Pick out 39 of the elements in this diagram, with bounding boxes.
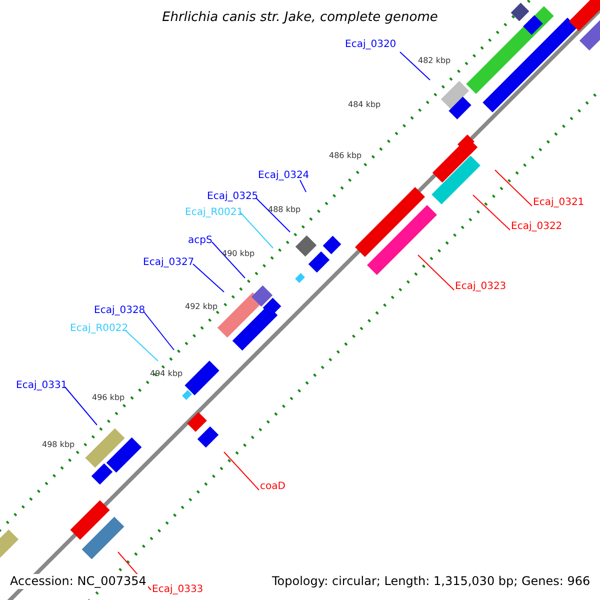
gene-label: Ecaj_0325 (207, 191, 258, 203)
leader-line (224, 452, 260, 490)
gene-label: Ecaj_0323 (455, 281, 506, 293)
gene-label: Ecaj_0328 (94, 305, 146, 317)
leader-line (144, 312, 174, 350)
gene-label: Ecaj_0322 (511, 221, 562, 233)
leader-line (300, 180, 306, 192)
tick-label: 490 kbp (222, 248, 255, 260)
leader-line (124, 330, 158, 362)
tick-label: 498 kbp (42, 439, 75, 451)
tick-label: 484 kbp (348, 99, 381, 111)
leader-line (472, 194, 510, 230)
gene-label: Ecaj_R0021 (185, 207, 244, 219)
tick-label: 496 kbp (92, 392, 125, 404)
gene-label: Ecaj_0320 (345, 39, 396, 51)
leader-line (212, 242, 246, 278)
genome-summary-text: Topology: circular; Length: 1,315,030 bp; Genes: 966 (270, 574, 592, 589)
tick-label: 494 kbp (150, 368, 183, 380)
gene-label: Ecaj_R0022 (70, 323, 128, 335)
gene-label: coaD (260, 481, 286, 493)
title: Ehrlichia canis str. Jake, complete genome (161, 10, 439, 26)
gene-label: Ecaj_0327 (143, 257, 194, 269)
leader-line (192, 264, 224, 292)
gene-label: Ecaj_0331 (16, 380, 68, 392)
gene-label: Ecaj_0324 (258, 170, 310, 182)
leader-line (240, 212, 274, 248)
tick-label: 486 kbp (329, 150, 362, 162)
gene-label: Ecaj_0333 (152, 584, 204, 596)
leader-line (494, 170, 532, 206)
tick-label: 492 kbp (185, 301, 218, 313)
leader-line (64, 386, 98, 426)
leader-line (256, 198, 290, 232)
gene-label: acpS (188, 235, 212, 247)
tick-label: 482 kbp (418, 55, 451, 67)
gene-label: Ecaj_0321 (533, 197, 584, 209)
accession-text: Accession: NC_007354 (8, 574, 148, 589)
leader-line (400, 52, 430, 80)
leader-line (418, 254, 454, 290)
tick-label: 488 kbp (268, 204, 301, 216)
